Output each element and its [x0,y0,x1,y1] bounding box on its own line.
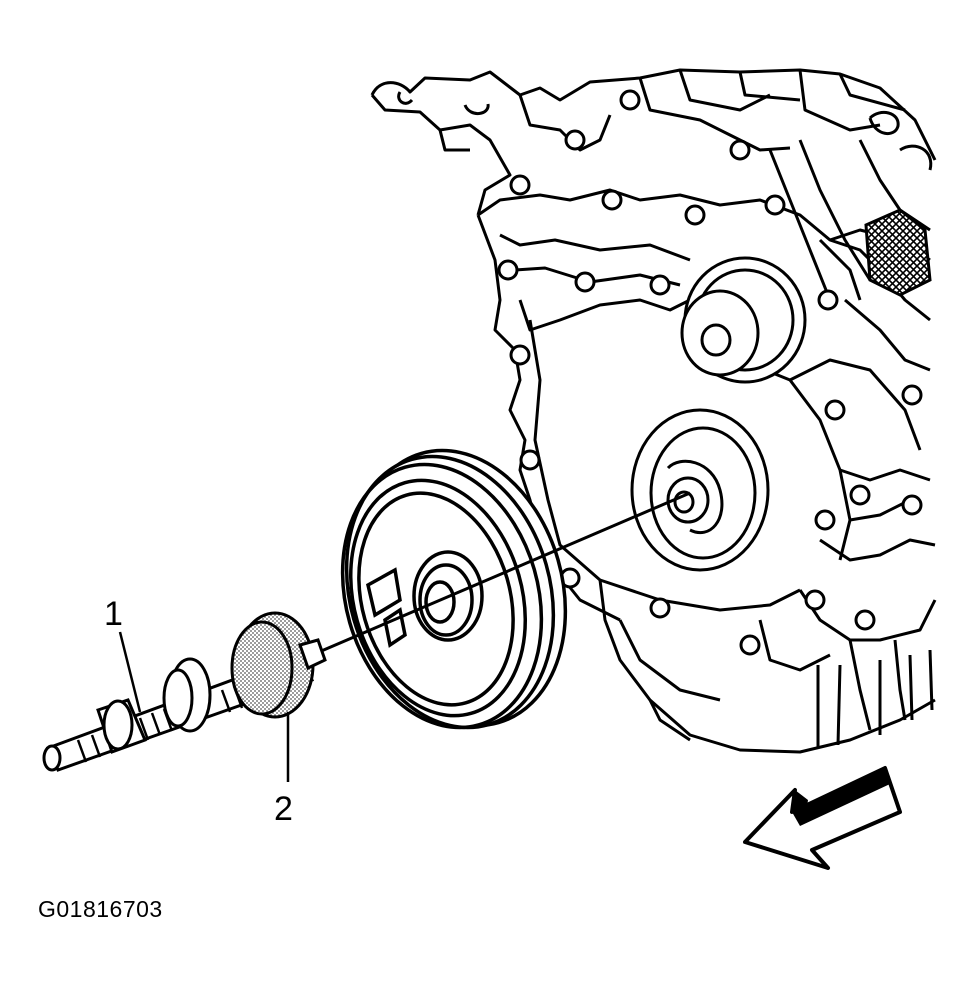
idler-pulley [680,256,807,384]
engine-block [370,68,937,754]
arrow-left-down-icon [743,766,902,870]
vent-grille [864,208,932,297]
crankshaft-balancer [340,448,568,730]
cover-bolts [497,89,923,656]
alignment-line [311,491,691,657]
callout-2-label: 2 [274,790,293,828]
callout-1-label: 1 [104,595,123,633]
callout-1: 1 [104,595,142,713]
installer-tool [42,611,327,772]
crankshaft-seal [630,408,770,572]
callout-2: 2 [274,712,293,828]
figure-id: G01816703 [38,896,163,922]
